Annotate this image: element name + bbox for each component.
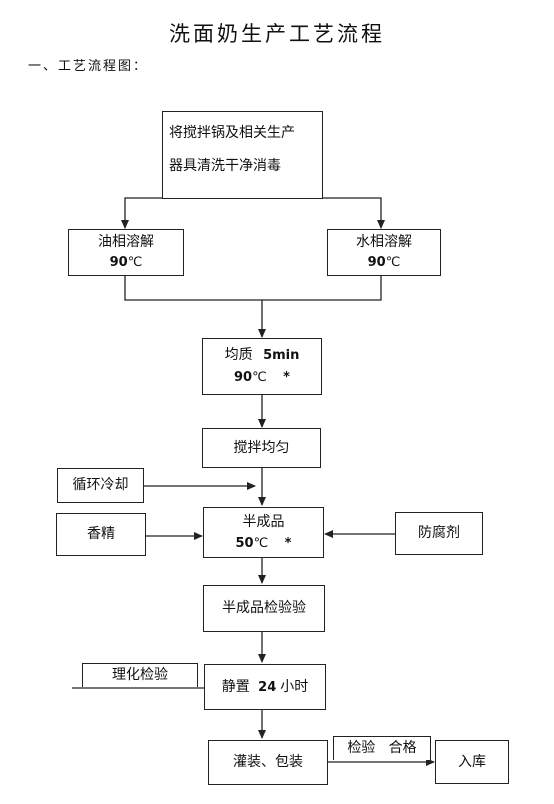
step-oil-phase: 油相溶解 90℃ [68, 229, 184, 276]
filling-label: 灌装、包装 [233, 754, 303, 771]
rest-hours: 24 [258, 679, 277, 695]
input-cooling: 循环冷却 [57, 468, 144, 503]
phys-chem-label: 理化检验 [112, 667, 168, 684]
connector-oil-merge [124, 276, 382, 301]
homogenize-label: 均质 [224, 347, 253, 364]
oil-phase-temp: 90 [109, 255, 128, 270]
warehouse-label: 入库 [458, 753, 486, 770]
homogenize-temp: 90 [234, 370, 253, 385]
input-phys-chem-inspection: 理化检验 [82, 663, 198, 687]
step-semi-finished: 半成品 50℃ * [203, 507, 324, 558]
input-fragrance: 香精 [56, 513, 146, 556]
step-semi-inspection: 半成品检验验 [203, 585, 325, 632]
section-heading: 一、工艺流程图： [28, 59, 149, 74]
oil-phase-temp-row: 90℃ [110, 254, 143, 271]
preservative-label: 防腐剂 [418, 525, 460, 542]
step-homogenize: 均质 5min 90℃ * [202, 338, 322, 395]
connector-clean-to-water [323, 197, 385, 229]
oil-phase-label: 油相溶解 [98, 234, 154, 251]
rest-unit: 小时 [280, 678, 309, 695]
rest-label: 静置 [221, 678, 250, 695]
water-phase-unit: ℃ [385, 255, 401, 270]
step-filling: 灌装、包装 [208, 740, 328, 785]
homogenize-row1: 均质 5min [225, 347, 300, 364]
fragrance-label: 香精 [87, 526, 115, 543]
document-title: 洗面奶生产工艺流程 [169, 22, 385, 46]
step-clean-disinfect: 将搅拌锅及相关生产 器具清洗干净消毒 [162, 111, 323, 199]
stir-label: 搅拌均匀 [233, 439, 290, 456]
input-preservative: 防腐剂 [395, 512, 483, 555]
water-phase-label: 水相溶解 [356, 234, 412, 251]
water-phase-temp: 90 [367, 255, 386, 270]
homogenize-mark: * [283, 370, 290, 385]
semi-inspection-label: 半成品检验验 [222, 600, 306, 617]
semi-temp: 50 [235, 535, 254, 551]
semi-label: 半成品 [242, 513, 285, 530]
qc-pass-label: 检验 合格 [347, 740, 417, 757]
semi-mark: * [284, 535, 292, 551]
homogenize-row2: 90℃ * [234, 369, 290, 386]
step-clean-line2: 器具清洗干净消毒 [169, 157, 281, 174]
connector-clean-to-oil [121, 197, 162, 229]
semi-temp-row: 50℃ * [236, 535, 292, 552]
step-clean-line1: 将搅拌锅及相关生产 [169, 125, 295, 141]
oil-phase-unit: ℃ [127, 255, 143, 270]
step-warehouse: 入库 [435, 740, 509, 784]
homogenize-time: 5min [263, 348, 300, 364]
cooling-label: 循环冷却 [72, 477, 129, 494]
label-qc-pass: 检验 合格 [333, 736, 431, 760]
step-water-phase: 水相溶解 90℃ [327, 229, 441, 276]
water-phase-temp-row: 90℃ [368, 254, 401, 271]
step-stir: 搅拌均匀 [202, 428, 321, 468]
semi-unit: ℃ [253, 535, 269, 551]
homogenize-unit: ℃ [252, 370, 267, 385]
